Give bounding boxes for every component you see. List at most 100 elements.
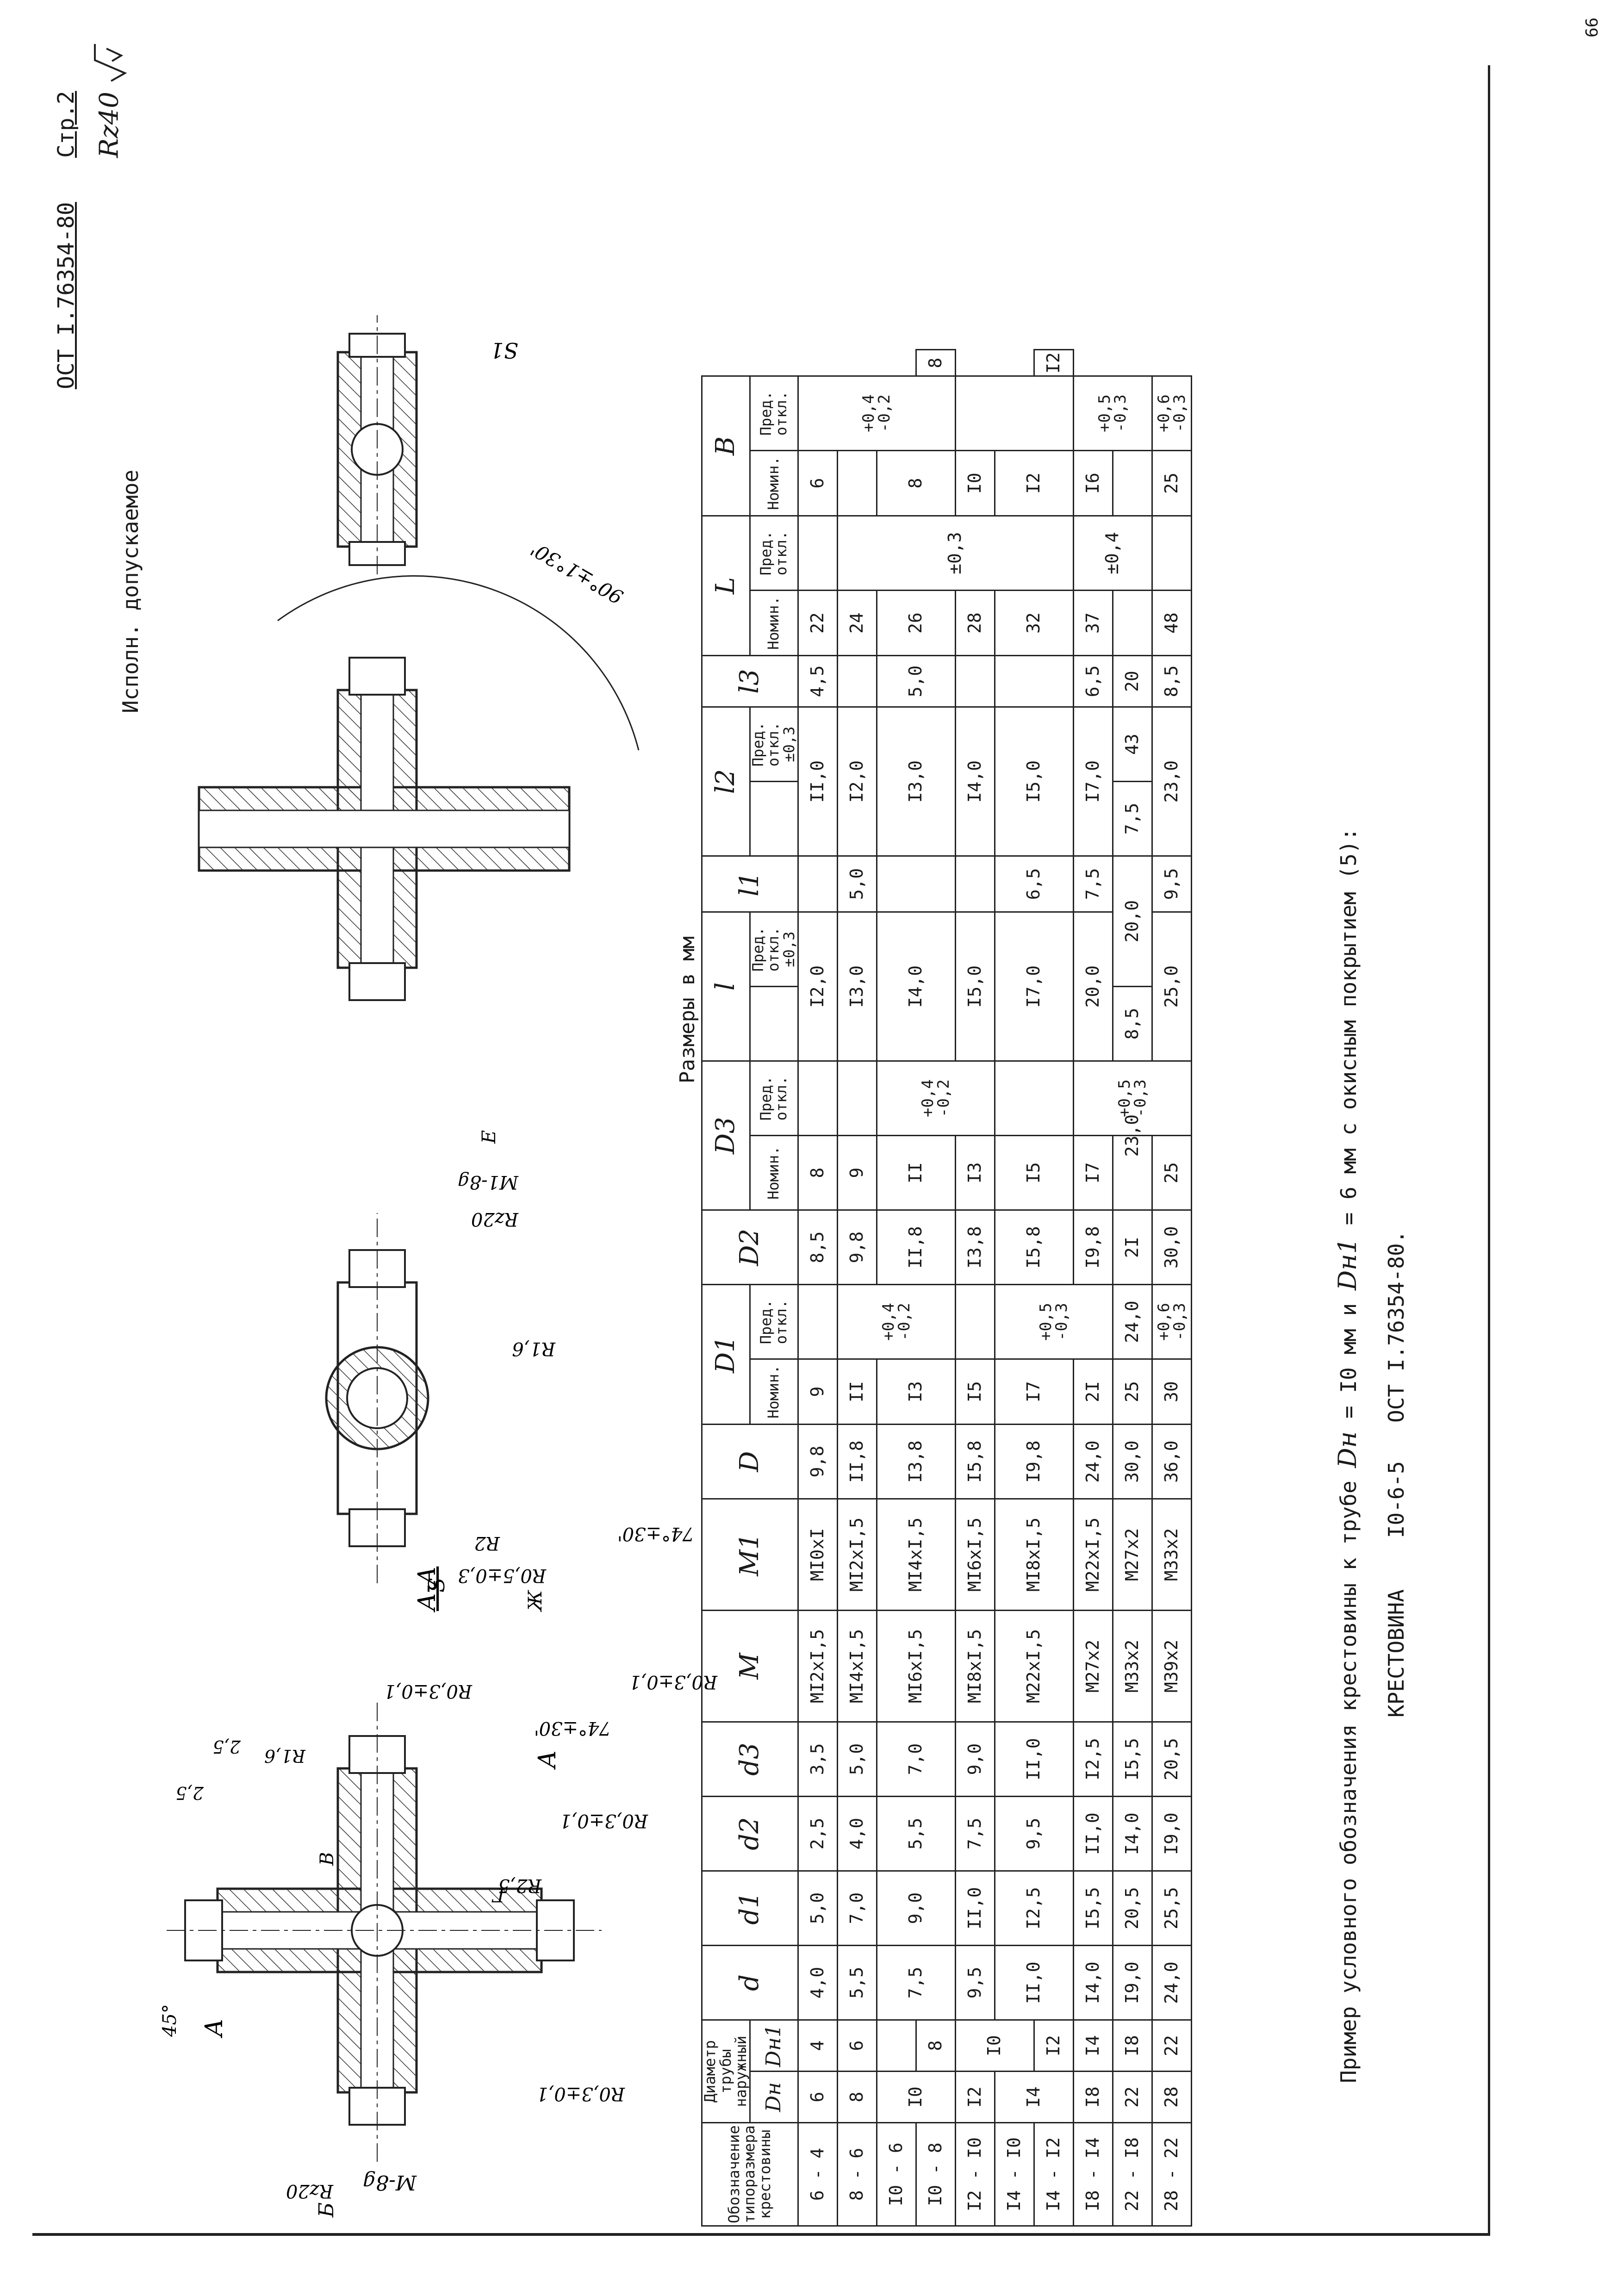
cell-m: MI8xI,5 — [955, 1610, 995, 1722]
cell-big-b-tol: +0,5 -0,3 — [1073, 376, 1152, 451]
cell-d3: 5,0 — [837, 1722, 877, 1797]
cell-designation: I0 - 8 — [916, 2122, 956, 2226]
cell-l2: 20,0 — [1113, 856, 1152, 987]
th-d2: d2 — [702, 1796, 798, 1871]
cell-big-b-tol: +0,6 -0,3 — [1152, 376, 1192, 451]
th-d1-tol: Пред. откл. — [750, 1284, 798, 1359]
cell-d3: II,0 — [995, 1722, 1074, 1797]
cell-big-d2: 24,0 — [1113, 1284, 1152, 1359]
cell-d1: 25,5 — [1152, 1871, 1192, 1946]
th-big-l: L — [702, 516, 750, 656]
cell-dn: 8 — [837, 2071, 877, 2123]
table-header-row: Обозначение типоразмера крестовины Диаме… — [701, 350, 798, 2226]
label-view-b: Б — [315, 2203, 338, 2218]
th-l2-nom — [750, 781, 798, 856]
cell-big-b-nom: 6 — [798, 450, 838, 516]
example-text-3: = 6 мм с окисным покрытием (5): — [1336, 828, 1361, 1226]
th-d3: d3 — [702, 1722, 798, 1797]
th-designation: Обозначение типоразмера крестовины — [702, 2122, 798, 2226]
cell-l1: 6,5 — [995, 856, 1074, 912]
side-view: S1 — [336, 315, 518, 574]
th-big-b: B — [702, 376, 750, 516]
cell-m: MI6xI,5 — [877, 1610, 956, 1722]
cell-big-d3-nom: I5 — [995, 1135, 1074, 1210]
cell-big-d3-tol: +0,4 -0,2 — [877, 1061, 995, 1136]
cell-d: 9,5 — [955, 1945, 995, 2020]
th-l-tol: Пред. откл. ±0,3 — [749, 912, 798, 987]
th-d3-nom: Номин. — [750, 1135, 798, 1210]
label-ang45: 45° — [159, 2004, 180, 2037]
cell-big-d1-nom: I3 — [877, 1359, 956, 1425]
cell-d1: I5,5 — [1073, 1871, 1113, 1946]
cell-dn1: I0 — [955, 2020, 1034, 2072]
cell-big-b-nom: 25 — [1152, 450, 1192, 516]
th-d: d — [702, 1945, 798, 2020]
label-ang74-a: 74°±30' — [534, 1717, 611, 1739]
cell-l2: I7,0 — [1073, 707, 1113, 856]
cell-big-d2: 9,8 — [837, 1210, 877, 1285]
roughness-check-icon — [94, 44, 127, 82]
label-r16-a: R1,6 — [264, 1746, 306, 1766]
cell-dn1: 4 — [798, 2020, 838, 2072]
th-l2-tol: Пред. откл. ±0,3 — [749, 707, 798, 782]
cell-l1: 8,5 — [1113, 986, 1152, 1061]
cross-section-view: А А M-8g Б Rz20 R0,3±0,1 R0,3±0,1 R2,5 Г… — [159, 1671, 718, 2218]
cell-big-d1-nom: 9 — [798, 1359, 838, 1425]
cell-d: II,0 — [995, 1945, 1074, 2020]
label-r03-a: R0,3±0,1 — [536, 2083, 625, 2104]
cell-l2: I2,0 — [837, 707, 877, 856]
designation-example: Пример условного обозначения крестовины … — [1333, 828, 1362, 2083]
cell-d: 24,0 — [1073, 1424, 1113, 1499]
cell-l1 — [955, 856, 995, 912]
cell-m1: MI4xI,5 — [877, 1499, 956, 1611]
cell-big-d1-tol: +0,4 -0,2 — [837, 1284, 956, 1359]
cell-big-d3-tol — [798, 1061, 838, 1136]
cell-dn: I2 — [955, 2071, 995, 2123]
cell-d1: 20,5 — [1113, 1871, 1152, 1946]
th-l-nom — [750, 986, 798, 1061]
cell-big-d1-tol — [798, 1284, 838, 1359]
cell-dn1: 8 — [916, 2020, 956, 2072]
cell-d2: 7,5 — [955, 1796, 995, 1871]
cell-big-d1-nom: I5 — [955, 1359, 995, 1425]
th-big-d: D — [702, 1424, 798, 1499]
cell-designation: 22 - I8 — [1113, 2122, 1152, 2226]
cell-dn: 22 — [1113, 2071, 1152, 2123]
cell-big-l-tol: ±0,3 — [837, 516, 1074, 591]
cell-big-d3-nom: 25 — [1152, 1135, 1192, 1210]
label-v: В — [317, 1852, 338, 1866]
th-big-d3: D3 — [702, 1061, 750, 1210]
label-a-top: А — [200, 2019, 228, 2039]
label-r05: R0,5±0,3 — [458, 1565, 547, 1586]
cell-m: MI2xI,5 — [798, 1610, 838, 1722]
label-pt25-b: 2,5 — [213, 1736, 241, 1757]
cell-designation: I8 - I4 — [1073, 2122, 1113, 2226]
cell-big-d2: I5,8 — [995, 1210, 1074, 1285]
cell-big-b-tol: +0,4 -0,2 — [798, 376, 956, 451]
th-big-b-nom: Номин. — [750, 450, 798, 516]
cell-dn1: 6 — [837, 2020, 877, 2072]
cell-l3 — [955, 655, 995, 707]
cell-d: 4,0 — [798, 1945, 838, 2020]
roughness-value: Rz40 — [94, 92, 124, 158]
label-ang74-b: 74°±30' — [617, 1523, 694, 1544]
cell-d: I4,0 — [1073, 1945, 1113, 2020]
cell-dn1: I2 — [1034, 2020, 1074, 2072]
cell-d: I3,8 — [877, 1424, 956, 1499]
cell-designation: 6 - 4 — [798, 2122, 838, 2226]
cell-designation: I4 - I0 — [995, 2122, 1034, 2226]
cell-d2: 9,5 — [995, 1796, 1074, 1871]
cell-big-d3-nom: II — [877, 1135, 956, 1210]
label-a-bottom: А — [534, 1750, 561, 1770]
label-s: S — [424, 1577, 450, 1593]
cell-big-d3-nom: I7 — [1073, 1135, 1113, 1210]
cell-d3: 7,0 — [877, 1722, 956, 1797]
th-big-d2: D2 — [702, 1210, 798, 1285]
cell-big-b-nom: I6 — [1073, 450, 1113, 516]
roughness-symbol: Rz40 — [93, 42, 130, 158]
cell-d3: 20,5 — [1152, 1722, 1192, 1797]
